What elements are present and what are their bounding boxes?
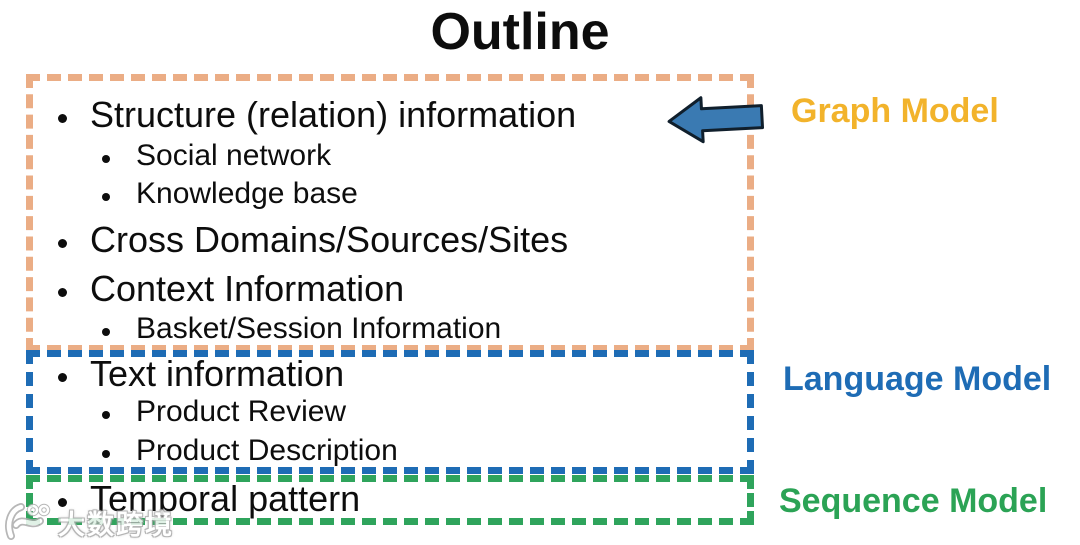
graph-model-label: Graph Model [791,92,999,130]
list-item-text: Context Information [90,268,405,309]
watermark-text: 大数跨境 [58,509,174,540]
sequence-section-box [26,475,754,525]
watermark: 大数跨境 [2,501,174,543]
language-section-box [26,350,754,474]
list-item-text: Social network [136,139,332,172]
left-arrow-icon [667,96,765,144]
sequence-model-label: Sequence Model [779,482,1048,520]
bullet-icon [58,239,67,248]
list-item-text: Cross Domains/Sources/Sites [90,219,569,260]
list-item-text: Product Review [136,395,347,428]
list-item: Context Information [58,268,405,309]
list-item-text: Product Description [136,434,398,467]
watermark-logo-icon [5,503,51,540]
list-item: Basket/Session Information [102,312,502,345]
bullet-icon [102,450,110,458]
language-model-label: Language Model [783,360,1052,398]
page-title: Outline [430,3,610,61]
list-item: Product Review [102,395,347,428]
list-item: Cross Domains/Sources/Sites [58,219,569,260]
list-item: Text information [58,353,345,394]
list-item: Social network [102,139,332,172]
bullet-icon [102,155,110,163]
bullet-icon [58,288,67,297]
list-item-text: Text information [90,353,345,394]
bullet-icon [102,328,110,336]
list-item-text: Knowledge base [136,177,358,210]
list-item-text: Basket/Session Information [136,312,502,345]
bullet-icon [58,114,67,123]
list-item: Structure (relation) information [58,94,577,135]
bullet-icon [58,498,67,507]
list-item: Product Description [102,434,398,467]
list-item: Knowledge base [102,177,358,210]
list-item-text: Structure (relation) information [90,94,577,135]
bullet-icon [58,373,67,382]
list-item: Temporal pattern [58,478,361,519]
graph-section-box [26,74,754,352]
bullet-icon [102,411,110,419]
list-item-text: Temporal pattern [90,478,361,519]
bullet-icon [102,193,110,201]
